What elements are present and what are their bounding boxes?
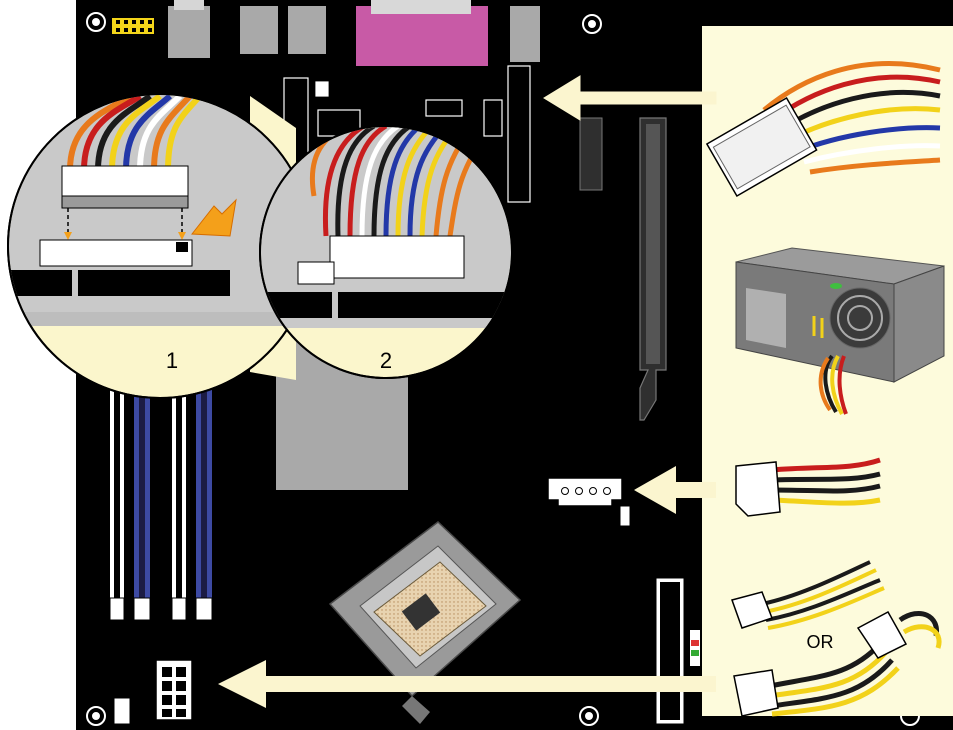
processor-socket-icon: [328, 521, 522, 724]
arrow-main-power: [543, 75, 717, 121]
arrow-atx12v-power: [218, 660, 716, 708]
front-panel-usb-header: [112, 18, 154, 34]
mounting-holes: [86, 12, 920, 726]
orange-pointer-arrow-icon: [191, 198, 237, 237]
dimm-slots: [109, 390, 213, 621]
board-4pin-power-connector: [547, 477, 631, 527]
atx12v-power-cable-icon: [733, 610, 942, 717]
connection-arrows: [218, 75, 717, 708]
callout-step-1: 1: [7, 93, 313, 399]
atx-cable-bundle-detail: [67, 95, 203, 171]
back-panel-connectors: [168, 0, 540, 66]
callout-2-number: 2: [380, 348, 392, 373]
pcie-x1-slot: [579, 117, 603, 191]
pcie-x16-slot: [639, 117, 667, 421]
callout-step-2: 2: [259, 125, 513, 379]
atx-main-power-cable-icon: [705, 61, 941, 198]
power-supply-panel: OR: [702, 26, 953, 717]
peripheral-power-cable-icon: [735, 457, 881, 517]
power-supply-unit-icon: [735, 247, 945, 415]
arrow-peripheral-power: [634, 466, 716, 514]
sata-power-cable-icon: [731, 560, 885, 630]
callout-1-number: 1: [166, 348, 178, 373]
atx-cable-bundle-detail-2: [310, 127, 487, 237]
alternative-or-label: OR: [807, 632, 834, 652]
board-atx12v-connector: [113, 659, 193, 725]
